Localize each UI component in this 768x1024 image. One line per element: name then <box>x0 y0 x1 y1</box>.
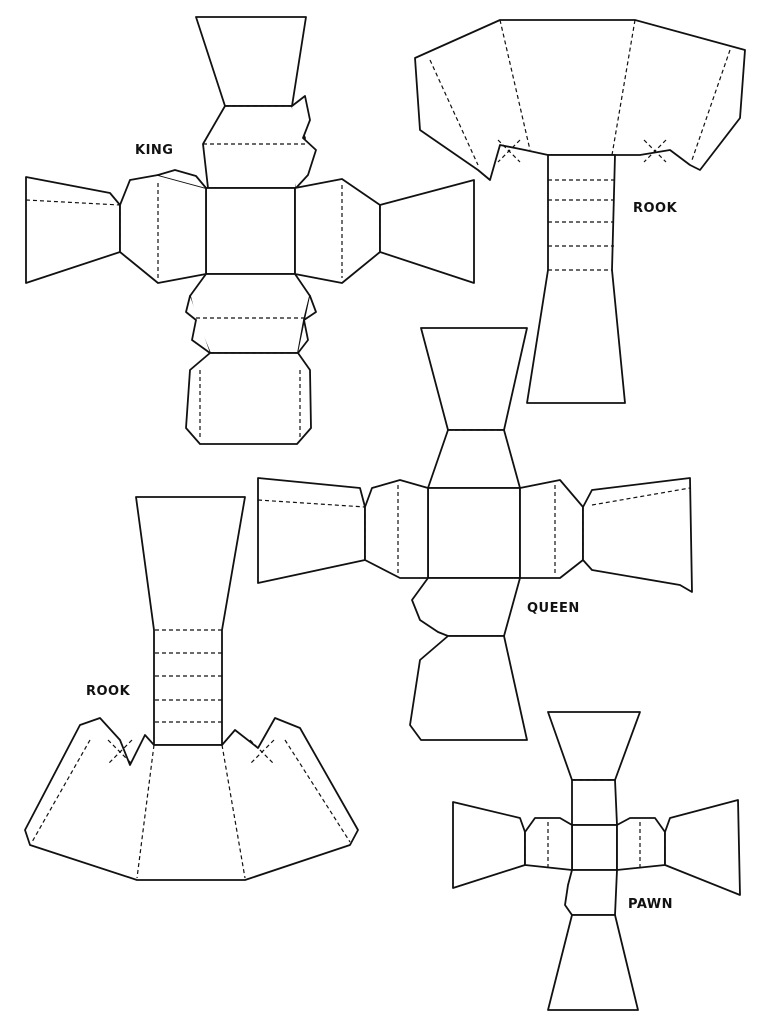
pawn-left-flare <box>452 801 526 889</box>
king-bottom-tab <box>189 273 311 354</box>
rook-bottom-label: ROOK <box>86 684 131 699</box>
queen-left-tab <box>364 479 429 579</box>
rook-top-label: ROOK <box>633 201 678 216</box>
queen-right-flare <box>582 477 693 593</box>
king-center <box>205 187 296 275</box>
rook-top-body <box>526 154 626 404</box>
queen-bottom-panel <box>409 635 528 741</box>
king-top-tab <box>202 105 306 189</box>
king-label: KING <box>135 143 174 158</box>
queen-net <box>257 327 693 741</box>
pawn-right-flare <box>664 799 741 896</box>
king-left-tab <box>119 174 207 284</box>
rook-bottom-base <box>24 717 359 881</box>
rook-bottom-net <box>24 496 359 881</box>
pawn-label: PAWN <box>628 897 674 912</box>
king-left-arm <box>25 176 121 284</box>
pawn-right-tab <box>616 817 666 871</box>
pawn-net <box>452 711 741 1011</box>
rook-top-crown <box>414 19 746 181</box>
queen-top-panel <box>420 327 528 431</box>
king-net <box>25 16 475 445</box>
king-right-arm <box>294 178 381 284</box>
queen-bottom-strip <box>411 577 521 637</box>
pawn-bottom-strip <box>564 869 618 916</box>
queen-right-tab <box>519 479 584 579</box>
pawn-center <box>571 824 618 871</box>
pawn-bottom-panel <box>547 914 639 1011</box>
rook-bottom-body <box>135 496 246 746</box>
king-bottom-panel <box>185 352 312 445</box>
king-top-panel <box>195 16 307 107</box>
queen-top-strip <box>427 429 521 489</box>
king-top-zig <box>291 95 317 189</box>
rook-top-net <box>414 19 746 404</box>
pawn-top-panel <box>547 711 641 781</box>
queen-left-flare <box>257 477 366 584</box>
king-right-flare <box>379 179 475 284</box>
queen-label: QUEEN <box>527 601 580 616</box>
pawn-top-strip <box>571 779 618 826</box>
queen-center <box>427 487 521 579</box>
